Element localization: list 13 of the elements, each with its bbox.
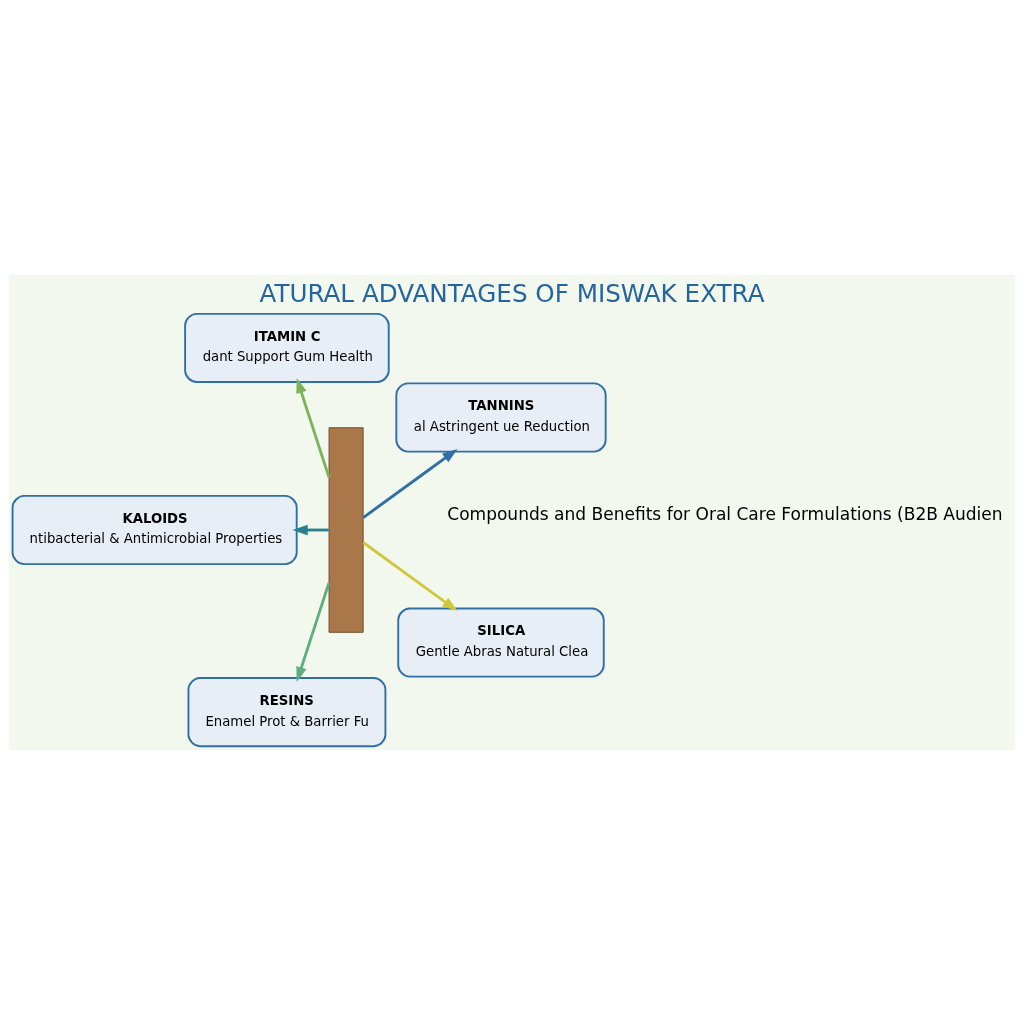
node-box: TANNINS al Astringent ue Reduction xyxy=(395,381,607,453)
node-box: ITAMIN C dant Support Gum Health xyxy=(184,312,390,383)
arrow xyxy=(362,448,458,519)
arrow xyxy=(292,524,329,535)
node-box: SILICA Gentle Abras Natural Clea xyxy=(397,607,605,678)
label: Compounds and Benefits for Oral Care Formulations (B2B Audien xyxy=(447,503,1003,524)
node-box: KALOIDS ntibacterial & Antimicrobial Properties xyxy=(11,494,298,565)
diagram-title: ATURAL ADVANTAGES OF MISWAK EXTRA xyxy=(259,278,765,308)
arrow xyxy=(362,540,458,611)
arrow xyxy=(296,581,331,682)
node-box xyxy=(328,426,364,633)
arrow xyxy=(296,377,331,478)
node-box: RESINS Enamel Prot & Barrier Fu xyxy=(187,676,387,747)
